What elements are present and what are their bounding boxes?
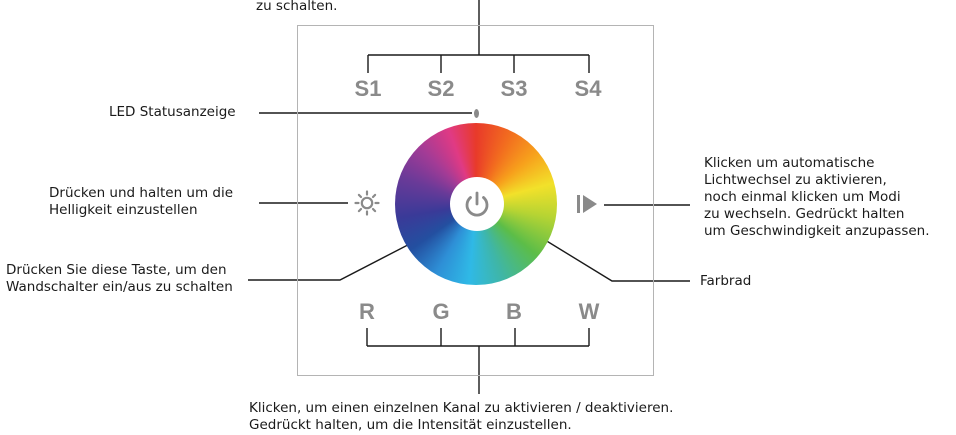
annotation-line: zu wechseln. Gedrückt halten [704,206,905,222]
wall-panel [297,25,654,376]
annotation-line: um Geschwindigkeit anzupassen. [704,223,930,239]
wheel-annotation: Farbrad [700,273,752,289]
annotation-line: Drücken und halten um die [49,185,234,201]
annotation-line: Drücken Sie diese Taste, um den [6,262,227,278]
sun-icon [354,190,380,216]
channel-button-w[interactable]: W [578,299,600,324]
power-annotation: Drücken Sie diese Taste, um den Wandscha… [6,262,233,296]
power-icon [465,191,489,217]
scene-button-s3[interactable]: S3 [500,76,528,101]
top-annotation: zu schalten. [256,0,338,14]
scene-button-s2[interactable]: S2 [427,76,455,101]
play-icon [577,195,597,213]
channel-annotation: Klicken, um einen einzelnen Kanal zu akt… [249,400,673,434]
scene-button-s4[interactable]: S4 [574,76,602,101]
brightness-button[interactable] [354,190,380,220]
auto-mode-button[interactable] [575,192,599,220]
annotation-line: Helligkeit einzustellen [49,202,198,218]
led-status-indicator [474,109,479,118]
led-annotation: LED Statusanzeige [109,104,236,120]
channel-button-r[interactable]: R [359,299,375,324]
annotation-line: Klicken um automatische [704,155,875,171]
annotation-line: Wandschalter ein/aus zu schalten [6,279,233,295]
annotation-line: noch einmal klicken um Modi [704,189,901,205]
brightness-annotation: Drücken und halten um die Helligkeit ein… [49,185,233,219]
auto-mode-annotation: Klicken um automatische Lichtwechsel zu … [704,155,930,240]
channel-button-g[interactable]: G [432,299,450,324]
annotation-line: Gedrückt halten, um die Intensität einzu… [249,417,572,433]
annotation-line: Lichtwechsel zu aktivieren, [704,172,887,188]
channel-button-b[interactable]: B [506,299,522,324]
power-button[interactable] [450,177,504,231]
annotation-line: Klicken, um einen einzelnen Kanal zu akt… [249,400,674,416]
scene-button-s1[interactable]: S1 [354,76,382,101]
